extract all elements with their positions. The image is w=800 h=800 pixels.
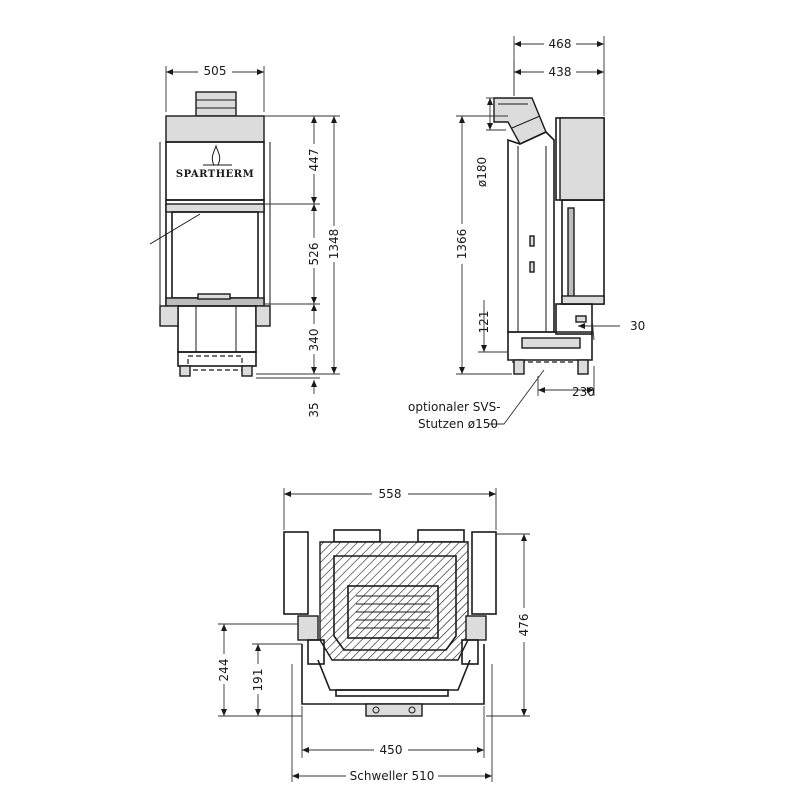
side-offset-30: 30 (630, 319, 645, 333)
foot-right (241, 365, 253, 377)
front-view: SPARTHERM 505 (149, 63, 341, 418)
top-hood (165, 115, 265, 143)
front-width-label: 505 (204, 64, 227, 78)
top-depth-191: 191 (251, 669, 265, 692)
grate (347, 585, 439, 639)
front-foot-35: 35 (307, 402, 321, 417)
side-flue-pipe (493, 97, 547, 145)
top-front-handle (365, 703, 423, 717)
base-section (177, 305, 257, 353)
top-side-panel-right (471, 531, 497, 615)
side-base (507, 331, 593, 361)
top-depth-476: 476 (517, 614, 531, 637)
foot-left (179, 365, 191, 377)
flue-collar (195, 91, 237, 117)
top-depth-244: 244 (217, 659, 231, 682)
top-view: 558 476 244 191 450 Schweller 510 (215, 485, 531, 783)
side-depth-468: 468 (549, 37, 572, 51)
front-height-526: 526 (307, 243, 321, 266)
firebox-shell (319, 541, 469, 661)
front-height-447: 447 (307, 149, 321, 172)
glass-window (171, 211, 259, 299)
side-offset-230: 230 (572, 385, 595, 399)
flame-logo (211, 144, 221, 166)
svs-note-line1: optionaler SVS- (408, 400, 501, 414)
front-height-340: 340 (307, 329, 321, 352)
side-flue-diameter: ø180 (475, 157, 489, 187)
top-side-panel-left (283, 531, 309, 615)
front-height-1348: 1348 (327, 229, 341, 260)
svs-note-line2: Stutzen ø150 (418, 417, 498, 431)
side-foot-right (577, 359, 589, 375)
side-foot-left (513, 359, 525, 375)
combustion-chamber (333, 555, 457, 651)
side-depth-438: 438 (549, 65, 572, 79)
side-body (507, 131, 555, 333)
side-height-1366: 1366 (455, 229, 469, 260)
top-width-558: 558 (379, 487, 402, 501)
side-view: 468 438 ø180 1366 121 30 230 optionaler … (408, 35, 645, 431)
side-lower-121: 121 (477, 311, 491, 334)
optional-svs-outline (187, 355, 243, 371)
door-frame (165, 199, 265, 305)
top-width-450: 450 (380, 743, 403, 757)
brand-text: SPARTHERM (176, 169, 254, 180)
top-sill-510: Schweller 510 (350, 769, 435, 783)
